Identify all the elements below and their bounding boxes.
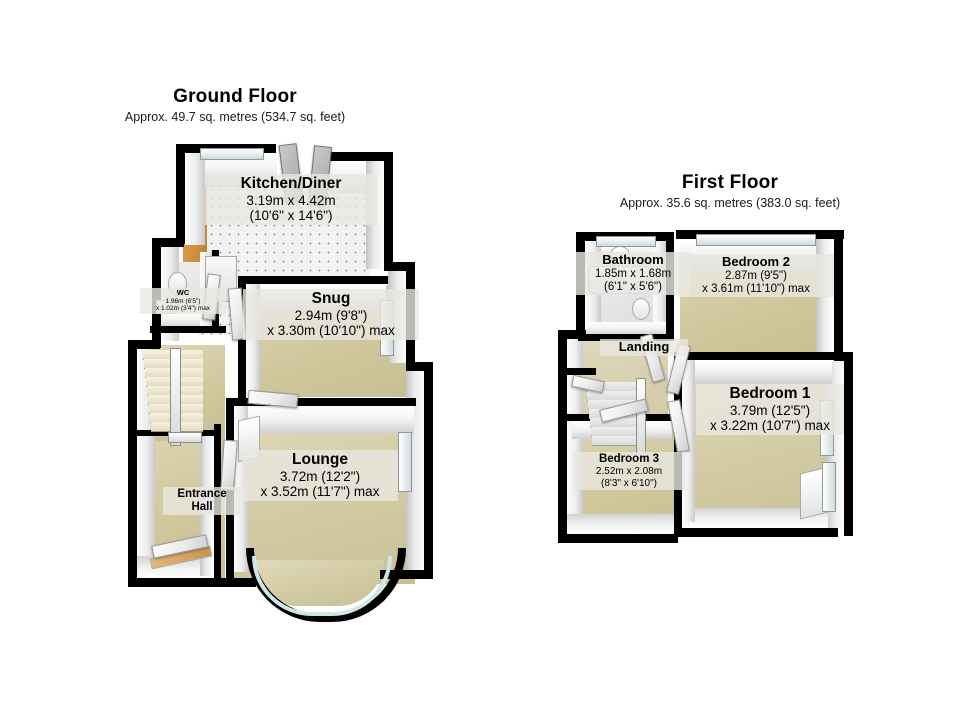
room-label-bathroom: Bathroom 1.85m x 1.68m (6'1" x 5'6") <box>576 252 690 296</box>
room-dim2-bedroom2: x 3.61m (11'10") max <box>702 283 810 296</box>
room-name-entrance-hall-2: Hall <box>191 501 213 514</box>
wall-west-lower <box>128 340 137 586</box>
room-dim2-lounge: x 3.52m (11'7") max <box>260 484 380 500</box>
room-dim2-bathroom: (6'1" x 5'6") <box>604 281 662 294</box>
bathroom-toilet <box>632 298 650 320</box>
ff-window-bathroom-north <box>596 236 656 247</box>
ff-window-bedroom1-east-2 <box>822 462 836 512</box>
room-label-entrance-hall: Entrance Hall <box>163 487 241 516</box>
stair-handrail-first <box>636 378 646 458</box>
first-floor-area-note: Approx. 35.6 sq. metres (383.0 sq. feet) <box>619 196 841 210</box>
room-name-landing: Landing <box>618 339 670 354</box>
wall-kitchen-north-right <box>330 152 392 161</box>
room-name-bedroom1: Bedroom 1 <box>729 385 811 402</box>
ff-window-bedroom2-north <box>696 234 816 246</box>
room-dim1-bathroom: 1.85m x 1.68m <box>594 267 672 280</box>
room-name-bedroom2: Bedroom 2 <box>722 254 790 269</box>
room-label-kitchen-diner: Kitchen/Diner 3.19m x 4.42m (10'6" x 14'… <box>205 174 377 225</box>
wall-east-jog <box>384 262 414 271</box>
wall-snug-west <box>238 276 246 406</box>
room-name-lounge: Lounge <box>292 451 348 468</box>
ff-wall-bathroom-south <box>578 334 674 341</box>
room-label-bedroom1: Bedroom 1 3.79m (12'5") x 3.22m (10'7") … <box>696 384 844 435</box>
room-name-kitchen-diner: Kitchen/Diner <box>240 175 342 192</box>
wall-south-left <box>128 578 256 587</box>
room-dim1-wc: 1.96m (6'5") <box>165 297 201 305</box>
room-name-bathroom: Bathroom <box>602 252 664 267</box>
wall-east-lower <box>424 362 433 578</box>
room-dim1-bedroom1: 3.79m (12'5") <box>729 402 811 418</box>
ff-wall-east-lower <box>844 352 853 536</box>
room-label-landing: Landing <box>600 339 688 356</box>
wall-east-jog2 <box>406 362 432 371</box>
room-label-lounge: Lounge 3.72m (12'2") x 3.52m (11'7") max <box>242 450 398 501</box>
room-name-entrance-hall: Entrance <box>177 488 227 500</box>
room-dim1-lounge: 3.72m (12'2") <box>279 468 361 484</box>
wall-west-jog <box>152 238 184 247</box>
stair-handrail-ground <box>170 348 181 446</box>
room-dim1-bedroom3: 2.52m x 2.08m <box>595 466 663 478</box>
wall-face-wc-south <box>152 312 212 328</box>
room-dim2-bedroom3: (8'3" x 6'10") <box>601 477 657 489</box>
room-dim1-bedroom2: 2.87m (9'5") <box>725 269 787 282</box>
wall-kitchen-snug-divider <box>238 276 388 284</box>
wall-south-right <box>380 570 433 579</box>
ground-floor-title: Ground Floor <box>173 86 297 107</box>
room-label-bedroom3: Bedroom 3 2.52m x 2.08m (8'3" x 6'10") <box>573 452 685 491</box>
room-label-wc: WC 1.96m (6'5") x 1.02m (3'4") max <box>140 288 226 314</box>
room-name-snug: Snug <box>311 290 351 307</box>
ground-floor-area-note: Approx. 49.7 sq. metres (534.7 sq. feet) <box>124 110 346 124</box>
ff-wall-bedroom2-south <box>674 352 840 360</box>
room-label-snug: Snug 2.94m (9'8") x 3.30m (10'10") max <box>243 289 419 340</box>
ff-wall-west-jog <box>558 330 586 339</box>
wall-wc-south <box>150 326 226 333</box>
first-floor-plan: First Floor Approx. 35.6 sq. metres (383… <box>500 0 980 712</box>
ff-wall-east-jog <box>834 352 852 361</box>
room-dim1-kitchen-diner: 3.19m x 4.42m <box>246 192 336 208</box>
wall-face-west-upper <box>185 153 205 245</box>
room-dim2-wc: x 1.02m (3'4") max <box>155 305 211 313</box>
room-dim1-snug: 2.94m (9'8") <box>294 307 368 323</box>
wall-west-upper <box>176 144 185 244</box>
room-name-wc: WC <box>176 288 190 297</box>
window-lounge-east <box>398 432 412 492</box>
room-label-bedroom2: Bedroom 2 2.87m (9'5") x 3.61m (11'10") … <box>678 254 834 298</box>
ff-face-south-right <box>682 508 828 528</box>
ff-wall-landing-stub <box>564 368 596 375</box>
wall-west-jog2 <box>128 340 160 349</box>
ff-wall-east-upper <box>834 230 843 360</box>
ff-face-bedroom2-south <box>682 360 832 384</box>
ff-wall-south <box>558 534 678 543</box>
stair-newel-ground <box>168 432 202 443</box>
ground-floor-plan: Ground Floor Approx. 49.7 sq. metres (53… <box>0 0 470 712</box>
ff-wall-south-right <box>678 528 838 537</box>
room-dim2-snug: x 3.30m (10'10") max <box>267 323 395 339</box>
room-name-bedroom3: Bedroom 3 <box>598 453 660 465</box>
room-dim2-bedroom1: x 3.22m (10'7") max <box>710 418 830 434</box>
room-dim2-kitchen-diner: (10'6" x 14'6") <box>249 208 333 224</box>
wall-snug-lounge-divider <box>226 398 416 406</box>
ff-face-bedroom1-west <box>682 360 695 522</box>
ff-face-south <box>567 514 675 534</box>
first-floor-title: First Floor <box>681 172 779 193</box>
wall-east-upper <box>384 152 393 270</box>
window-kitchen-north <box>200 148 264 160</box>
ff-face-bathroom-south <box>580 322 666 336</box>
wall-face-lounge-north <box>234 406 414 434</box>
ff-wall-west-lower <box>558 330 567 542</box>
